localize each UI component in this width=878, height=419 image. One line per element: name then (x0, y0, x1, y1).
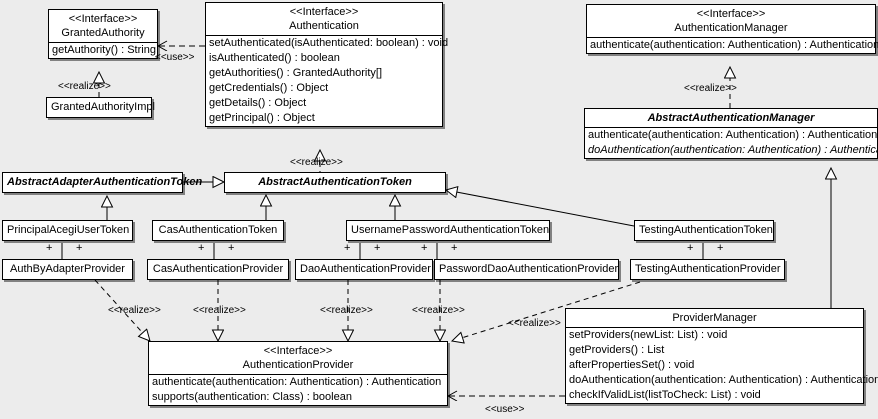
member-item: getAuthorities() : GrantedAuthority[] (209, 67, 383, 79)
multiplicity-right: + (76, 242, 83, 254)
member-list: setAuthenticated(isAuthenticated: boolea… (206, 36, 449, 126)
class-name: AbstractAdapterAuthenticationToken (7, 176, 203, 188)
class-box-abstract-authentication-manager[interactable]: AbstractAuthenticationManager authentica… (584, 108, 878, 159)
member-item: afterPropertiesSet() : void (569, 359, 695, 371)
multiplicity-right: + (228, 242, 235, 254)
class-name: CasAuthenticationProvider (152, 263, 284, 275)
class-box-granted-authority[interactable]: <<Interface>> GrantedAuthority getAuthor… (48, 9, 158, 59)
class-name: PrincipalAcegiUserToken (7, 224, 130, 236)
relation-label-realize-auth-by-adapter: <<realize>> (108, 305, 161, 316)
class-name: PasswordDaoAuthenticationProvider (439, 263, 619, 275)
class-name: TestingAuthenticationToken (639, 224, 773, 236)
member-item: isAuthenticated() : boolean (209, 52, 340, 64)
class-header: <<Interface>> GrantedAuthority (49, 10, 157, 42)
class-box-testing-authentication-token[interactable]: TestingAuthenticationToken (634, 220, 774, 241)
class-header: <<Interface>> AuthenticationManager (587, 5, 875, 37)
relation-label-realize-granted-authority-impl: <<realize>> (58, 81, 111, 92)
member-item: setAuthenticated(isAuthenticated: boolea… (209, 37, 449, 49)
multiplicity-left: + (421, 242, 428, 254)
multiplicity-left: + (687, 242, 694, 254)
class-header: <<Interface>> AuthenticationProvider (149, 342, 447, 374)
multiplicity-left: + (344, 242, 351, 254)
class-name: GrantedAuthority (61, 27, 145, 39)
class-box-dao-authentication-provider[interactable]: DaoAuthenticationProvider (295, 259, 433, 280)
member-item: getDetails() : Object (209, 97, 307, 109)
divider (149, 374, 447, 375)
multiplicity-left: + (198, 242, 205, 254)
divider (587, 37, 875, 38)
member-item: supports(authentication: Class) : boolea… (152, 391, 352, 403)
class-name: ProviderManager (672, 312, 757, 324)
stereotype-label: <<Interface>> (68, 13, 138, 25)
member-item: setProviders(newList: List) : void (569, 329, 728, 341)
class-name: AuthenticationManager (674, 22, 788, 34)
member-list: getAuthority() : String (49, 43, 157, 58)
class-box-principal-acegi-user-token[interactable]: PrincipalAcegiUserToken (2, 220, 133, 241)
member-item: doAuthentication(authentication: Authent… (588, 144, 878, 156)
class-header: <<Interface>> Authentication (206, 3, 442, 35)
class-name: AuthenticationProvider (242, 359, 354, 371)
member-item: getCredentials() : Object (209, 82, 329, 94)
member-list: authenticate(authentication: Authenticat… (587, 38, 878, 53)
member-list: authenticate(authentication: Authenticat… (585, 128, 878, 158)
relation-label-use-provider-manager: <<use>> (485, 404, 525, 415)
multiplicity-right: + (717, 242, 724, 254)
class-box-authentication-provider[interactable]: <<Interface>> AuthenticationProvider aut… (148, 341, 448, 406)
relation-label-realize-cas-provider: <<realize>> (193, 305, 246, 316)
class-name: AuthByAdapterProvider (10, 263, 125, 275)
relation-label-realize-authentication-manager: <<realize>> (684, 83, 737, 94)
class-name: AbstractAuthenticationManager (647, 112, 815, 124)
member-item: getProviders() : List (569, 344, 665, 356)
relation-label-realize-password-dao-provider: <<realize>> (412, 305, 465, 316)
class-header: AbstractAuthenticationManager (585, 109, 877, 127)
class-box-provider-manager[interactable]: ProviderManager setProviders(newList: Li… (565, 308, 878, 404)
divider (49, 42, 157, 43)
member-list: authenticate(authentication: Authenticat… (149, 375, 447, 405)
class-box-testing-authentication-provider[interactable]: TestingAuthenticationProvider (630, 259, 785, 280)
member-item: getPrincipal() : Object (209, 112, 315, 124)
multiplicity-left: + (46, 242, 53, 254)
divider (206, 35, 442, 36)
class-name: UsernamePasswordAuthenticationToken (351, 224, 550, 236)
class-name: DaoAuthenticationProvider (300, 263, 431, 275)
class-header: ProviderManager (566, 309, 863, 327)
class-box-password-dao-authentication-provider[interactable]: PasswordDaoAuthenticationProvider (434, 259, 619, 280)
divider (566, 327, 863, 328)
stereotype-label: <<Interface>> (696, 8, 766, 20)
member-item: authenticate(authentication: Authenticat… (590, 39, 878, 51)
member-item: getAuthority() : String (52, 44, 156, 56)
class-box-granted-authority-impl[interactable]: GrantedAuthorityImpl (46, 97, 155, 118)
member-item: authenticate(authentication: Authenticat… (588, 129, 878, 141)
relation-label-realize-dao-provider: <<realize>> (320, 305, 373, 316)
class-name: TestingAuthenticationProvider (635, 263, 781, 275)
member-item: checkIfValidList(listToCheck: List) : vo… (569, 389, 761, 401)
class-box-cas-authentication-provider[interactable]: CasAuthenticationProvider (147, 259, 289, 280)
stereotype-label: <<Interface>> (289, 6, 359, 18)
member-item: doAuthentication(authentication: Authent… (569, 374, 878, 386)
class-box-authentication-manager[interactable]: <<Interface>> AuthenticationManager auth… (586, 4, 878, 54)
multiplicity-right: + (451, 242, 458, 254)
class-box-abstract-adapter-authentication-token[interactable]: AbstractAdapterAuthenticationToken (2, 172, 203, 193)
relation-label-use-granted-authority: <<use>> (155, 52, 195, 63)
class-name: AbstractAuthenticationToken (258, 176, 412, 188)
divider (585, 127, 877, 128)
class-box-username-password-authentication-token[interactable]: UsernamePasswordAuthenticationToken (346, 220, 550, 241)
relation-label-realize-testing-provider: <<realize>> (508, 318, 561, 329)
relation-label-realize-authentication-token: <<realize>> (290, 157, 343, 168)
class-name: CasAuthenticationToken (158, 224, 278, 236)
class-box-abstract-authentication-token[interactable]: AbstractAuthenticationToken (224, 172, 446, 193)
member-item: authenticate(authentication: Authenticat… (152, 376, 442, 388)
member-list: setProviders(newList: List) : void getPr… (566, 328, 878, 403)
class-box-cas-authentication-token[interactable]: CasAuthenticationToken (152, 220, 284, 241)
multiplicity-right: + (374, 242, 381, 254)
class-box-authentication[interactable]: <<Interface>> Authentication setAuthenti… (205, 2, 449, 127)
class-box-auth-by-adapter-provider[interactable]: AuthByAdapterProvider (2, 259, 133, 280)
stereotype-label: <<Interface>> (263, 345, 333, 357)
class-name: GrantedAuthorityImpl (51, 101, 155, 113)
class-name: Authentication (289, 20, 359, 32)
